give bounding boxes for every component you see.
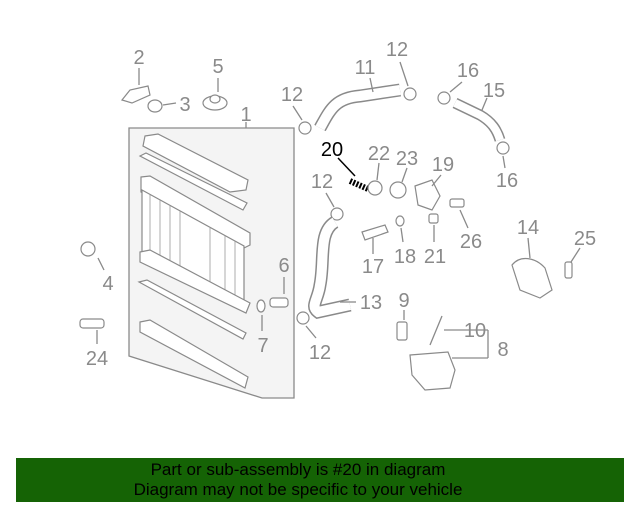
part-outlet-14 [511, 237, 553, 299]
notice-part-number: Part or sub-assembly is #20 in diagram [150, 460, 446, 479]
callout-13: 13 [360, 292, 382, 314]
part-valve-24 [79, 318, 105, 344]
part-housing-19 [414, 174, 442, 211]
callout-20-highlighted: 20 [321, 139, 343, 161]
callout-18: 18 [394, 246, 416, 268]
callout-25: 25 [574, 228, 596, 250]
part-clamp-12d [296, 311, 317, 339]
callout-11: 11 [355, 57, 376, 79]
notice-disclaimer: Diagram may not be specific to your vehi… [133, 480, 463, 499]
part-hose-13 [308, 216, 356, 319]
callout-12: 12 [281, 84, 303, 106]
callout-16: 16 [496, 170, 518, 192]
callout-22: 22 [368, 143, 390, 165]
part-sensor-26 [449, 198, 469, 229]
part-clip-4 [80, 241, 105, 271]
callout-1: 1 [240, 104, 251, 126]
part-gasket-22 [367, 162, 383, 196]
part-sensor-25 [564, 247, 581, 279]
callout-19: 19 [432, 154, 454, 176]
part-drain-6 [269, 277, 289, 308]
callout-3: 3 [179, 94, 190, 116]
part-plug-21 [428, 213, 439, 242]
part-clamp-16b [496, 141, 510, 169]
part-hose-11 [314, 77, 401, 132]
notice-banner: Part or sub-assembly is #20 in diagram D… [16, 458, 624, 502]
callout-7: 7 [257, 335, 268, 357]
part-pipe-17 [361, 224, 389, 254]
callout-17: 17 [362, 256, 384, 278]
callout-16: 16 [457, 60, 479, 82]
part-bracket-2 [120, 68, 151, 104]
callout-8: 8 [497, 339, 508, 361]
callout-12: 12 [386, 39, 408, 61]
part-clamp-16a [437, 81, 463, 105]
callout-26: 26 [460, 231, 482, 253]
part-thermostat-23 [389, 167, 408, 199]
part-hose-15 [452, 97, 506, 142]
part-spring-20 [337, 157, 370, 192]
part-clamp-12b [399, 61, 417, 101]
callout-4: 4 [102, 273, 113, 295]
callout-10: 10 [464, 320, 486, 342]
callout-labels: 2 5 3 1 12 11 12 16 15 20 22 23 19 16 12… [86, 39, 596, 370]
radiator-assembly [128, 122, 295, 399]
callout-9: 9 [398, 290, 409, 312]
part-clamp-12c [325, 192, 344, 221]
part-reservoir-8 [396, 310, 489, 391]
part-clamp-12a [292, 105, 312, 135]
part-oring-18 [395, 215, 405, 243]
part-oring-7 [256, 299, 266, 331]
callout-21: 21 [424, 246, 446, 268]
callout-24: 24 [86, 348, 108, 370]
callout-6: 6 [278, 255, 289, 277]
part-cap-5 [202, 78, 228, 111]
callout-5: 5 [212, 56, 223, 78]
callout-23: 23 [396, 148, 418, 170]
callout-12: 12 [309, 342, 331, 364]
callout-15: 15 [483, 80, 505, 102]
part-cap-3 [147, 99, 177, 113]
callout-14: 14 [517, 217, 539, 239]
callout-12: 12 [311, 171, 333, 193]
callout-2: 2 [133, 47, 144, 69]
